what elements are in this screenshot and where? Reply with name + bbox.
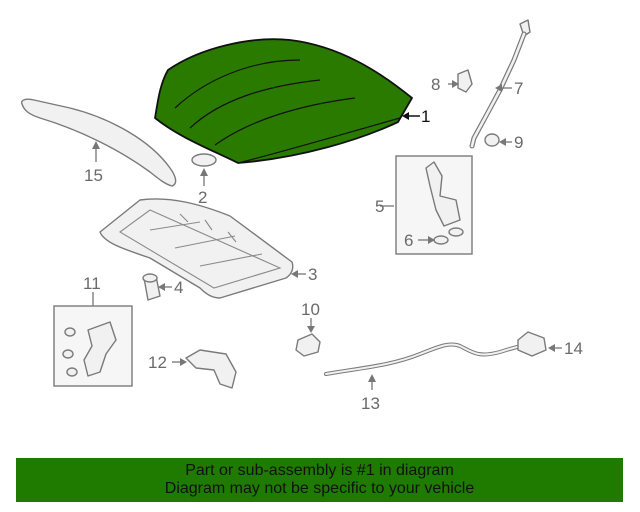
arrow-13 — [368, 374, 376, 382]
banner-line-1: Part or sub-assembly is #1 in diagram — [185, 462, 454, 479]
lock-part-10[interactable] — [295, 333, 321, 357]
callout-8[interactable]: 8 — [431, 75, 440, 94]
callout-9[interactable]: 9 — [514, 133, 523, 152]
hood-part-1[interactable] — [154, 38, 413, 164]
bumper-part-9[interactable] — [484, 133, 500, 147]
arrow-6 — [428, 236, 435, 244]
release-handle-part-12[interactable] — [185, 349, 237, 389]
bumper-6b-shape — [433, 235, 449, 245]
callout-5[interactable]: 5 — [375, 197, 384, 216]
arrow-15 — [92, 141, 100, 149]
arrow-4 — [158, 283, 165, 291]
info-banner: Part or sub-assembly is #1 in diagram Di… — [16, 458, 623, 502]
callout-14[interactable]: 14 — [564, 339, 583, 358]
arrow-9 — [499, 138, 506, 146]
callout-15[interactable]: 15 — [84, 166, 103, 185]
arrow-2 — [200, 168, 208, 176]
callout-11[interactable]: 11 — [83, 274, 101, 293]
callout-3[interactable]: 3 — [308, 265, 317, 284]
callout-4[interactable]: 4 — [174, 278, 183, 297]
arrow-7 — [495, 84, 502, 92]
latch-box-part-11[interactable] — [53, 305, 133, 387]
bumper-6a-shape — [448, 227, 464, 237]
release-cable-part-13[interactable] — [324, 342, 532, 376]
callout-10[interactable]: 10 — [301, 300, 320, 319]
arrow-1 — [402, 112, 409, 120]
callout-2[interactable]: 2 — [198, 188, 207, 207]
clip-part-4[interactable] — [142, 273, 161, 301]
retainer-part-8[interactable] — [457, 69, 473, 93]
callout-7[interactable]: 7 — [514, 79, 523, 98]
arrow-14 — [548, 344, 555, 352]
arrow-12 — [180, 358, 187, 366]
insulator-part-3[interactable] — [99, 198, 294, 299]
cable-clip-part-14[interactable] — [517, 331, 547, 357]
arrow-3 — [291, 270, 298, 278]
banner-line-2: Diagram may not be specific to your vehi… — [164, 480, 475, 497]
callout-13[interactable]: 13 — [361, 394, 380, 413]
arrow-8 — [452, 80, 459, 88]
arrow-10 — [307, 326, 315, 333]
hinge-box-part-5[interactable] — [395, 155, 473, 255]
weatherstrip-part-15[interactable] — [20, 98, 177, 187]
callout-1[interactable]: 1 — [421, 107, 430, 126]
callout-6[interactable]: 6 — [404, 231, 413, 250]
callout-12[interactable]: 12 — [148, 353, 167, 372]
emblem-part-2[interactable] — [191, 153, 217, 167]
support-rod-part-7[interactable] — [469, 19, 531, 149]
